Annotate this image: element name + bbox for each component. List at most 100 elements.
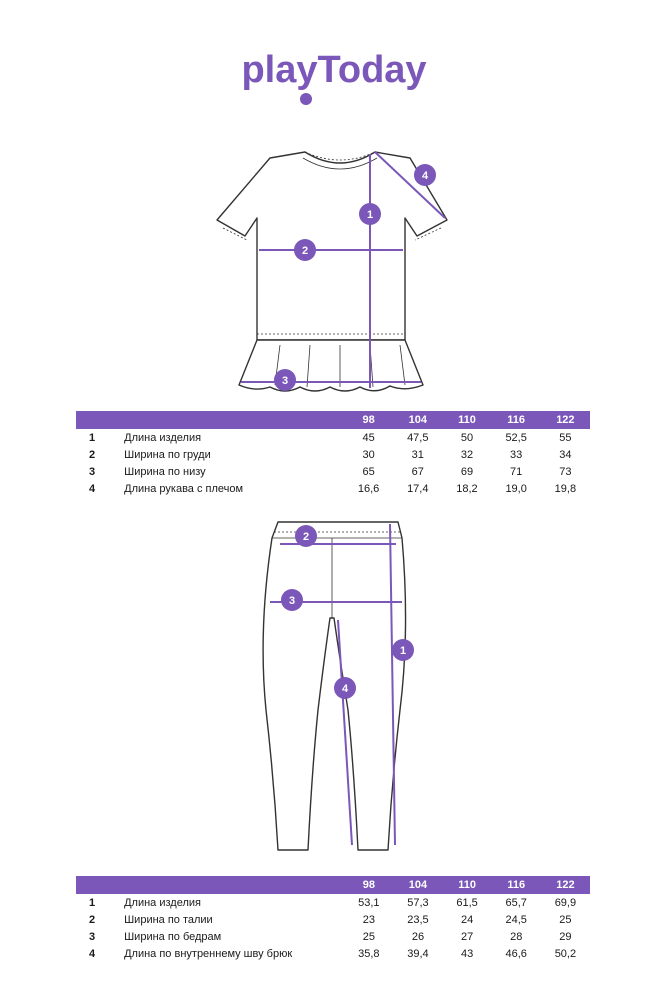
pants-marker-2: 2	[295, 525, 317, 547]
measurement-value: 28	[510, 930, 523, 943]
measurement-value: 55	[559, 431, 572, 444]
row-number: 2	[89, 448, 96, 461]
measurement-value: 19,0	[505, 482, 527, 495]
brand-logo: playToday	[0, 40, 667, 110]
shirt-sketch: 1 2 3 4	[216, 151, 448, 392]
shirt-body-outline	[216, 151, 448, 341]
measurement-value: 43	[460, 947, 474, 960]
row-number: 2	[89, 913, 96, 926]
row-number: 1	[89, 896, 96, 909]
shirt-marker-1: 1	[359, 203, 381, 225]
size-col-header: 122	[540, 876, 590, 894]
row-number: 4	[89, 947, 96, 960]
brand-logo-text: playToday	[241, 49, 426, 91]
pants-marker-1: 1	[392, 639, 414, 661]
shirt-marker-4-label: 4	[422, 170, 429, 182]
table-row: 1 Длина изделия 53,1 57,3 61,5 65,7 69,9	[76, 894, 590, 911]
size-col-header: 116	[491, 411, 541, 429]
measurement-value: 19,8	[554, 482, 577, 495]
pants-inseam-line	[337, 619, 353, 846]
shirt-marker-4: 4	[414, 164, 436, 186]
measurement-value: 73	[559, 465, 572, 478]
row-number: 4	[89, 482, 96, 495]
measurement-value: 47,5	[407, 431, 429, 444]
measurement-value: 27	[460, 930, 474, 943]
brand-logo-dot	[299, 93, 312, 105]
measurement-value: 24	[460, 913, 474, 926]
pants-sketch: 1 2 3 4	[262, 521, 414, 851]
measurement-name: Длина по внутреннему шву брюк	[124, 947, 293, 960]
size-col-header: 98	[344, 411, 394, 429]
size-col-header: 98	[344, 876, 394, 894]
pants-marker-2-label: 2	[303, 531, 309, 543]
shirt-marker-3-label: 3	[282, 375, 288, 387]
table-row: 2 Ширина по груди 30 31 32 33 34	[76, 446, 590, 463]
measurement-value: 25	[362, 930, 375, 943]
measurement-value: 23,5	[407, 913, 429, 926]
size-col-header: 116	[491, 876, 541, 894]
size-col-header: 122	[540, 411, 590, 429]
measurement-name: Ширина по талии	[124, 913, 213, 926]
shirt-size-table: 98 104 110 116 122 1 Длина изделия 45 47…	[76, 411, 590, 497]
size-col-header: 104	[393, 876, 443, 894]
measurement-value: 17,4	[407, 482, 429, 495]
row-number: 1	[89, 431, 96, 444]
size-col-header: 110	[442, 876, 492, 894]
measurement-value: 23	[362, 913, 375, 926]
table-row: 1 Длина изделия 45 47,5 50 52,5 55	[76, 429, 590, 446]
measurement-name: Ширина по бедрам	[124, 930, 222, 943]
shirt-table-header: 98 104 110 116 122	[76, 411, 590, 429]
measurement-value: 61,5	[456, 896, 478, 909]
measurement-value: 34	[559, 448, 572, 461]
measurement-value: 71	[510, 465, 523, 478]
row-number: 3	[89, 465, 96, 478]
pants-marker-1-label: 1	[400, 645, 406, 657]
table-row: 4 Длина по внутреннему шву брюк 35,8 39,…	[76, 945, 590, 962]
table-row: 2 Ширина по талии 23 23,5 24 24,5 25	[76, 911, 590, 928]
measurement-name: Ширина по груди	[124, 448, 211, 461]
measurement-value: 18,2	[456, 482, 478, 495]
measurement-value: 65,7	[505, 896, 527, 909]
pants-marker-3: 3	[281, 589, 303, 611]
measurement-value: 69	[460, 465, 474, 478]
measurement-value: 39,4	[407, 947, 429, 960]
measurement-value: 50	[460, 431, 474, 444]
measurement-name: Ширина по низу	[124, 465, 206, 478]
measurement-value: 25	[559, 913, 572, 926]
shirt-marker-2: 2	[294, 239, 316, 261]
row-number: 3	[89, 930, 96, 943]
table-row: 3 Ширина по низу 65 67 69 71 73	[76, 463, 590, 480]
measurement-value: 57,3	[407, 896, 429, 909]
measurement-name: Длина изделия	[124, 896, 201, 909]
pants-size-table: 98 104 110 116 122 1 Длина изделия 53,1 …	[76, 876, 590, 962]
measurement-value: 69,9	[554, 896, 577, 909]
size-col-header: 110	[442, 411, 492, 429]
measurement-value: 33	[510, 448, 523, 461]
pants-marker-4-label: 4	[342, 683, 349, 695]
measurement-value: 30	[362, 448, 375, 461]
measurement-name: Длина рукава с плечом	[124, 482, 244, 495]
measurement-value: 31	[411, 448, 424, 461]
table-row: 3 Ширина по бедрам 25 26 27 28 29	[76, 928, 590, 945]
measurement-value: 46,6	[505, 947, 527, 960]
measurement-value: 32	[460, 448, 474, 461]
measurement-value: 52,5	[505, 431, 527, 444]
measurement-value: 45	[362, 431, 375, 444]
measurement-value: 24,5	[505, 913, 527, 926]
measurement-value: 29	[559, 930, 572, 943]
measurement-value: 26	[411, 930, 425, 943]
pants-table-header: 98 104 110 116 122	[76, 876, 590, 894]
measurement-value: 50,2	[554, 947, 577, 960]
measurement-value: 16,6	[357, 482, 380, 495]
brand-logo-mark: playToday	[241, 49, 426, 105]
pants-length-line	[389, 523, 396, 846]
measurement-value: 53,1	[358, 896, 380, 909]
measurement-value: 35,8	[358, 947, 380, 960]
shirt-marker-3: 3	[274, 369, 296, 391]
table-row: 4 Длина рукава с плечом 16,6 17,4 18,2 1…	[76, 480, 590, 497]
measurement-value: 67	[411, 465, 424, 478]
measurement-name: Длина изделия	[124, 431, 202, 444]
shirt-ruffle-outline	[238, 339, 424, 392]
shirt-marker-1-label: 1	[367, 209, 373, 221]
measurement-value: 65	[362, 465, 375, 478]
